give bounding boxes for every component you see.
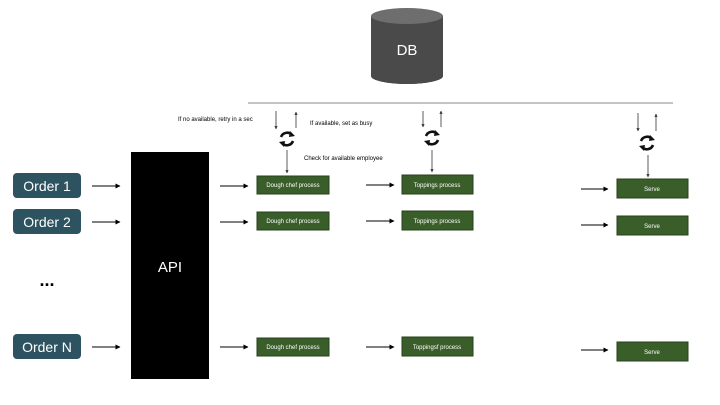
check-note: Check for available employee [304,156,383,162]
order-label: Order N [22,339,72,355]
api-block: API [131,152,209,379]
toppings-label: Toppingsf process [413,345,461,351]
order-label: Order 2 [23,214,71,230]
db-label: DB [397,42,418,59]
sync-to-process-arrows [285,150,650,178]
sync-icon [639,135,655,151]
toppings-process-1: Toppings process [401,174,474,195]
set-busy-note: If available, set as busy [310,121,372,127]
dough-process-n: Dough chef process [256,337,330,357]
serve-process-2: Serve [616,215,689,236]
dough-label: Dough chef process [266,183,319,189]
sync-icon [424,130,440,146]
dough-process-1: Dough chef process [256,175,330,195]
toppings-label: Toppings process [414,219,461,225]
order-1: Order 1 [13,173,81,198]
sync-icon [279,131,295,147]
serve-label: Serve [644,350,660,356]
dough-process-2: Dough chef process [256,211,330,231]
dough-label: Dough chef process [266,219,319,225]
serve-label: Serve [644,224,660,230]
toppings-label: Toppings process [414,183,461,189]
order-ellipsis: ... [39,270,54,290]
database-icon: DB [371,8,443,84]
toppings-process-2: Toppings process [401,210,474,231]
retry-note: If no available, retry in a sec [178,117,253,123]
api-to-dough-arrows [220,183,249,350]
order-label: Order 1 [23,178,71,194]
dough-to-toppings-arrows [366,182,395,350]
serve-process-1: Serve [616,178,689,199]
api-label: API [158,259,182,276]
toppings-to-serve-arrows [581,186,609,353]
order-to-api-arrows [92,183,121,350]
order-2: Order 2 [13,209,81,234]
serve-process-n: Serve [616,341,689,362]
serve-label: Serve [644,187,660,193]
toppings-process-n: Toppingsf process [401,336,474,357]
order-n: Order N [13,334,81,359]
db-connector-arrows [274,110,658,132]
dough-label: Dough chef process [266,345,319,351]
